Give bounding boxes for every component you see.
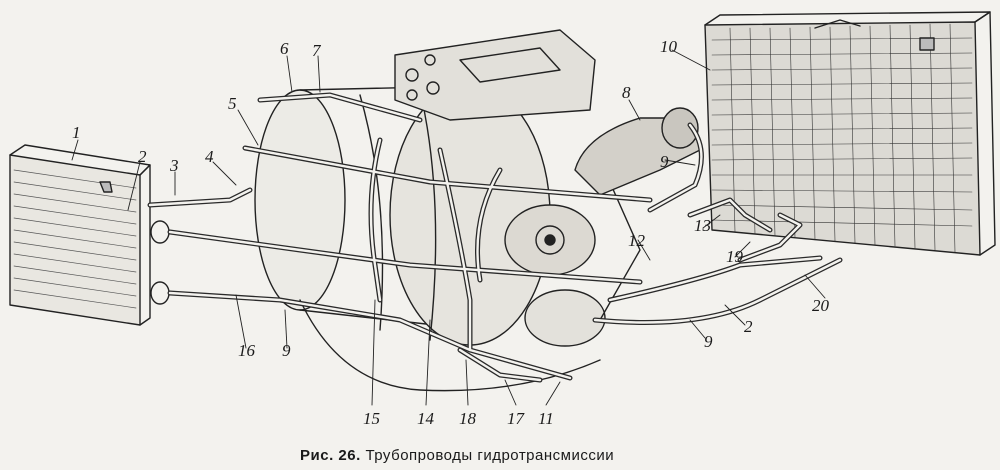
callout-8: 8	[622, 83, 631, 102]
callout-6: 6	[280, 39, 289, 58]
callout-18: 18	[459, 409, 476, 428]
callout-14: 14	[417, 409, 434, 428]
callout-12: 12	[628, 231, 645, 250]
filter-canister	[574, 107, 701, 196]
transmission-housing	[254, 29, 641, 392]
callout-9-lower-right: 9	[704, 332, 713, 351]
callout-13: 13	[694, 216, 711, 235]
caption-prefix: Рис. 26.	[300, 447, 361, 464]
callout-19: 19	[726, 247, 743, 266]
callout-16: 16	[238, 341, 255, 360]
caption-text: Трубопроводы гидротрансмиссии	[365, 447, 615, 464]
callout-4: 4	[205, 147, 214, 166]
radiator-right	[704, 11, 996, 256]
callout-2-right: 2	[744, 317, 753, 336]
oil-cooler-left	[9, 144, 170, 326]
callout-5: 5	[228, 94, 237, 113]
callout-20: 20	[812, 296, 829, 315]
callout-9-left: 9	[282, 341, 291, 360]
callout-9-right: 9	[660, 152, 669, 171]
figure-caption: Рис. 26. Трубопроводы гидротрансмиссии	[300, 447, 614, 464]
callout-15: 15	[363, 409, 380, 428]
callout-11: 11	[538, 409, 554, 428]
callout-1: 1	[72, 123, 81, 142]
callout-2-left: 2	[138, 147, 147, 166]
callout-10: 10	[660, 37, 677, 56]
callout-7: 7	[312, 41, 321, 60]
callout-17: 17	[507, 409, 524, 428]
callout-3: 3	[170, 156, 179, 175]
